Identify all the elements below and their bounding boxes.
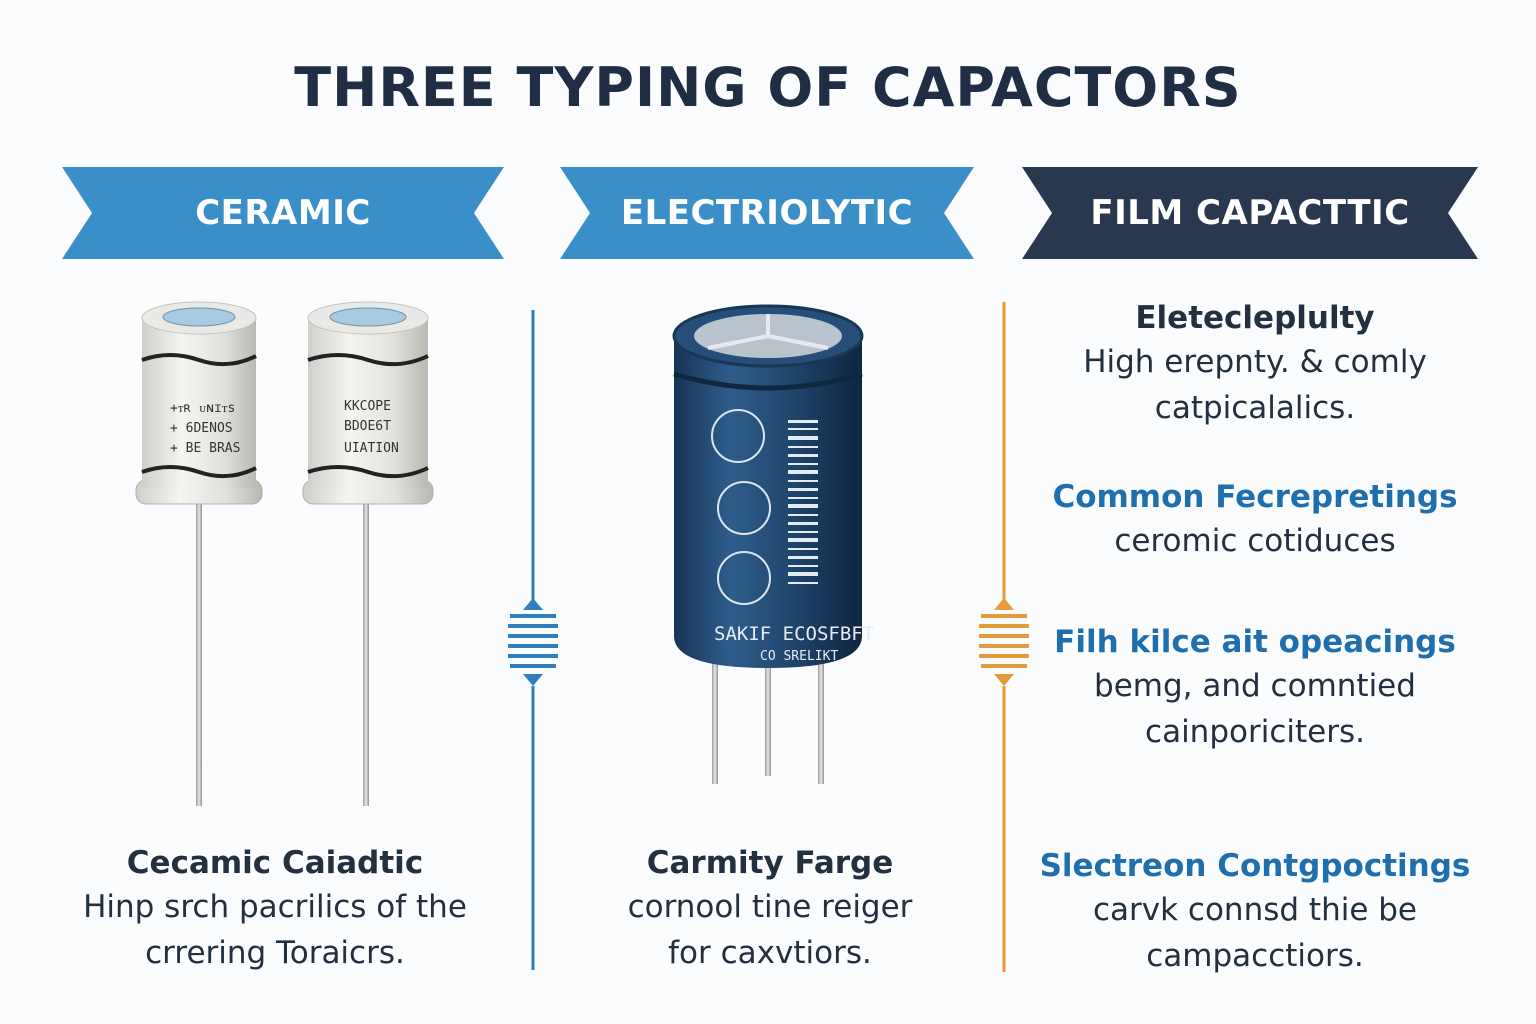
barcode bbox=[788, 420, 818, 584]
cap-label-line: + BE BRAS bbox=[170, 441, 240, 456]
section-heading: Slectreon Contgpoctings bbox=[1039, 848, 1471, 884]
section-line: campacctiors. bbox=[1146, 938, 1364, 974]
ribbon-shape bbox=[560, 167, 974, 259]
film-section: Common Fecrepretings ceromic cotiduces bbox=[1030, 476, 1480, 564]
film-section: Eletecleplulty High erepnty. & comly cat… bbox=[1030, 297, 1480, 431]
ceramic-capacitors-illustration: +ᴛʀ ᴜɴɪᴛs + 6DENOS + BE BRAS KKCOPE BDOE… bbox=[135, 301, 434, 806]
electrolytic-capacitor-illustration: SAKIF ECOSFBFT CO SRELIKT bbox=[672, 304, 874, 784]
electrolytic-leads bbox=[712, 656, 824, 784]
electrolytic-label: SAKIF ECOSFBFT bbox=[714, 623, 874, 645]
page-title: THREE TYPING OF CAPACTORS bbox=[294, 56, 1242, 119]
ceramic-capacitor-right: KKCOPE BDOE6T UIATION bbox=[302, 301, 434, 806]
blue-divider bbox=[508, 310, 558, 970]
caption-line: Hinp srch pacrilics of the bbox=[83, 889, 467, 925]
caption-line: crrering Toraicrs. bbox=[145, 935, 405, 971]
cap-label-line: UIATION bbox=[344, 441, 399, 456]
orange-divider bbox=[979, 302, 1029, 972]
ceramic-capacitor-left: +ᴛʀ ᴜɴɪᴛs + 6DENOS + BE BRAS bbox=[135, 301, 263, 806]
section-line: High erepnty. & comly bbox=[1083, 344, 1427, 380]
caption-title: Carmity Farge bbox=[646, 845, 894, 881]
section-heading: Common Fecrepretings bbox=[1052, 479, 1458, 515]
section-line: ceromic cotiduces bbox=[1114, 523, 1396, 559]
section-line: carvk connsd thie be bbox=[1092, 892, 1418, 928]
ribbon-ceramic: CERAMIC bbox=[62, 167, 504, 259]
section-heading: Eletecleplulty bbox=[1135, 300, 1375, 336]
cap-label-line: + 6DENOS bbox=[170, 421, 233, 436]
cap-label-line: BDOE6T bbox=[344, 419, 391, 434]
section-heading: Filh kilce ait opeacings bbox=[1054, 624, 1456, 660]
caption-title: Cecamic Caiadtic bbox=[126, 845, 424, 881]
section-line: cainporiciters. bbox=[1145, 714, 1365, 750]
ribbon-film: FILM CAPACTTIC bbox=[1022, 167, 1478, 259]
ribbon-electrolytic: ELECTRIOLYTIC bbox=[560, 167, 974, 259]
ribbon-label: CERAMIC bbox=[195, 193, 371, 233]
electrolytic-label: CO SRELIKT bbox=[760, 649, 838, 664]
caption-line: cornool tine reiger bbox=[627, 889, 913, 925]
section-line: bemg, and comntied bbox=[1094, 668, 1416, 704]
ribbon-shape bbox=[62, 167, 504, 259]
film-section: Filh kilce ait opeacings bemg, and comnt… bbox=[1030, 621, 1480, 755]
film-section: Slectreon Contgpoctings carvk connsd thi… bbox=[1030, 845, 1480, 979]
ceramic-caption: Cecamic Caiadtic Hinp srch pacrilics of … bbox=[40, 842, 510, 976]
caption-line: for caxvtiors. bbox=[668, 935, 872, 971]
ribbon-label: FILM CAPACTTIC bbox=[1090, 193, 1410, 233]
cap-label-line: +ᴛʀ ᴜɴɪᴛs bbox=[170, 401, 235, 416]
ribbon-shape bbox=[1022, 167, 1478, 259]
ribbon-label: ELECTRIOLYTIC bbox=[620, 193, 914, 233]
section-line: catpicalalics. bbox=[1154, 390, 1356, 426]
electrolytic-caption: Carmity Farge cornool tine reiger for ca… bbox=[560, 842, 980, 976]
cap-label-line: KKCOPE bbox=[344, 399, 391, 414]
